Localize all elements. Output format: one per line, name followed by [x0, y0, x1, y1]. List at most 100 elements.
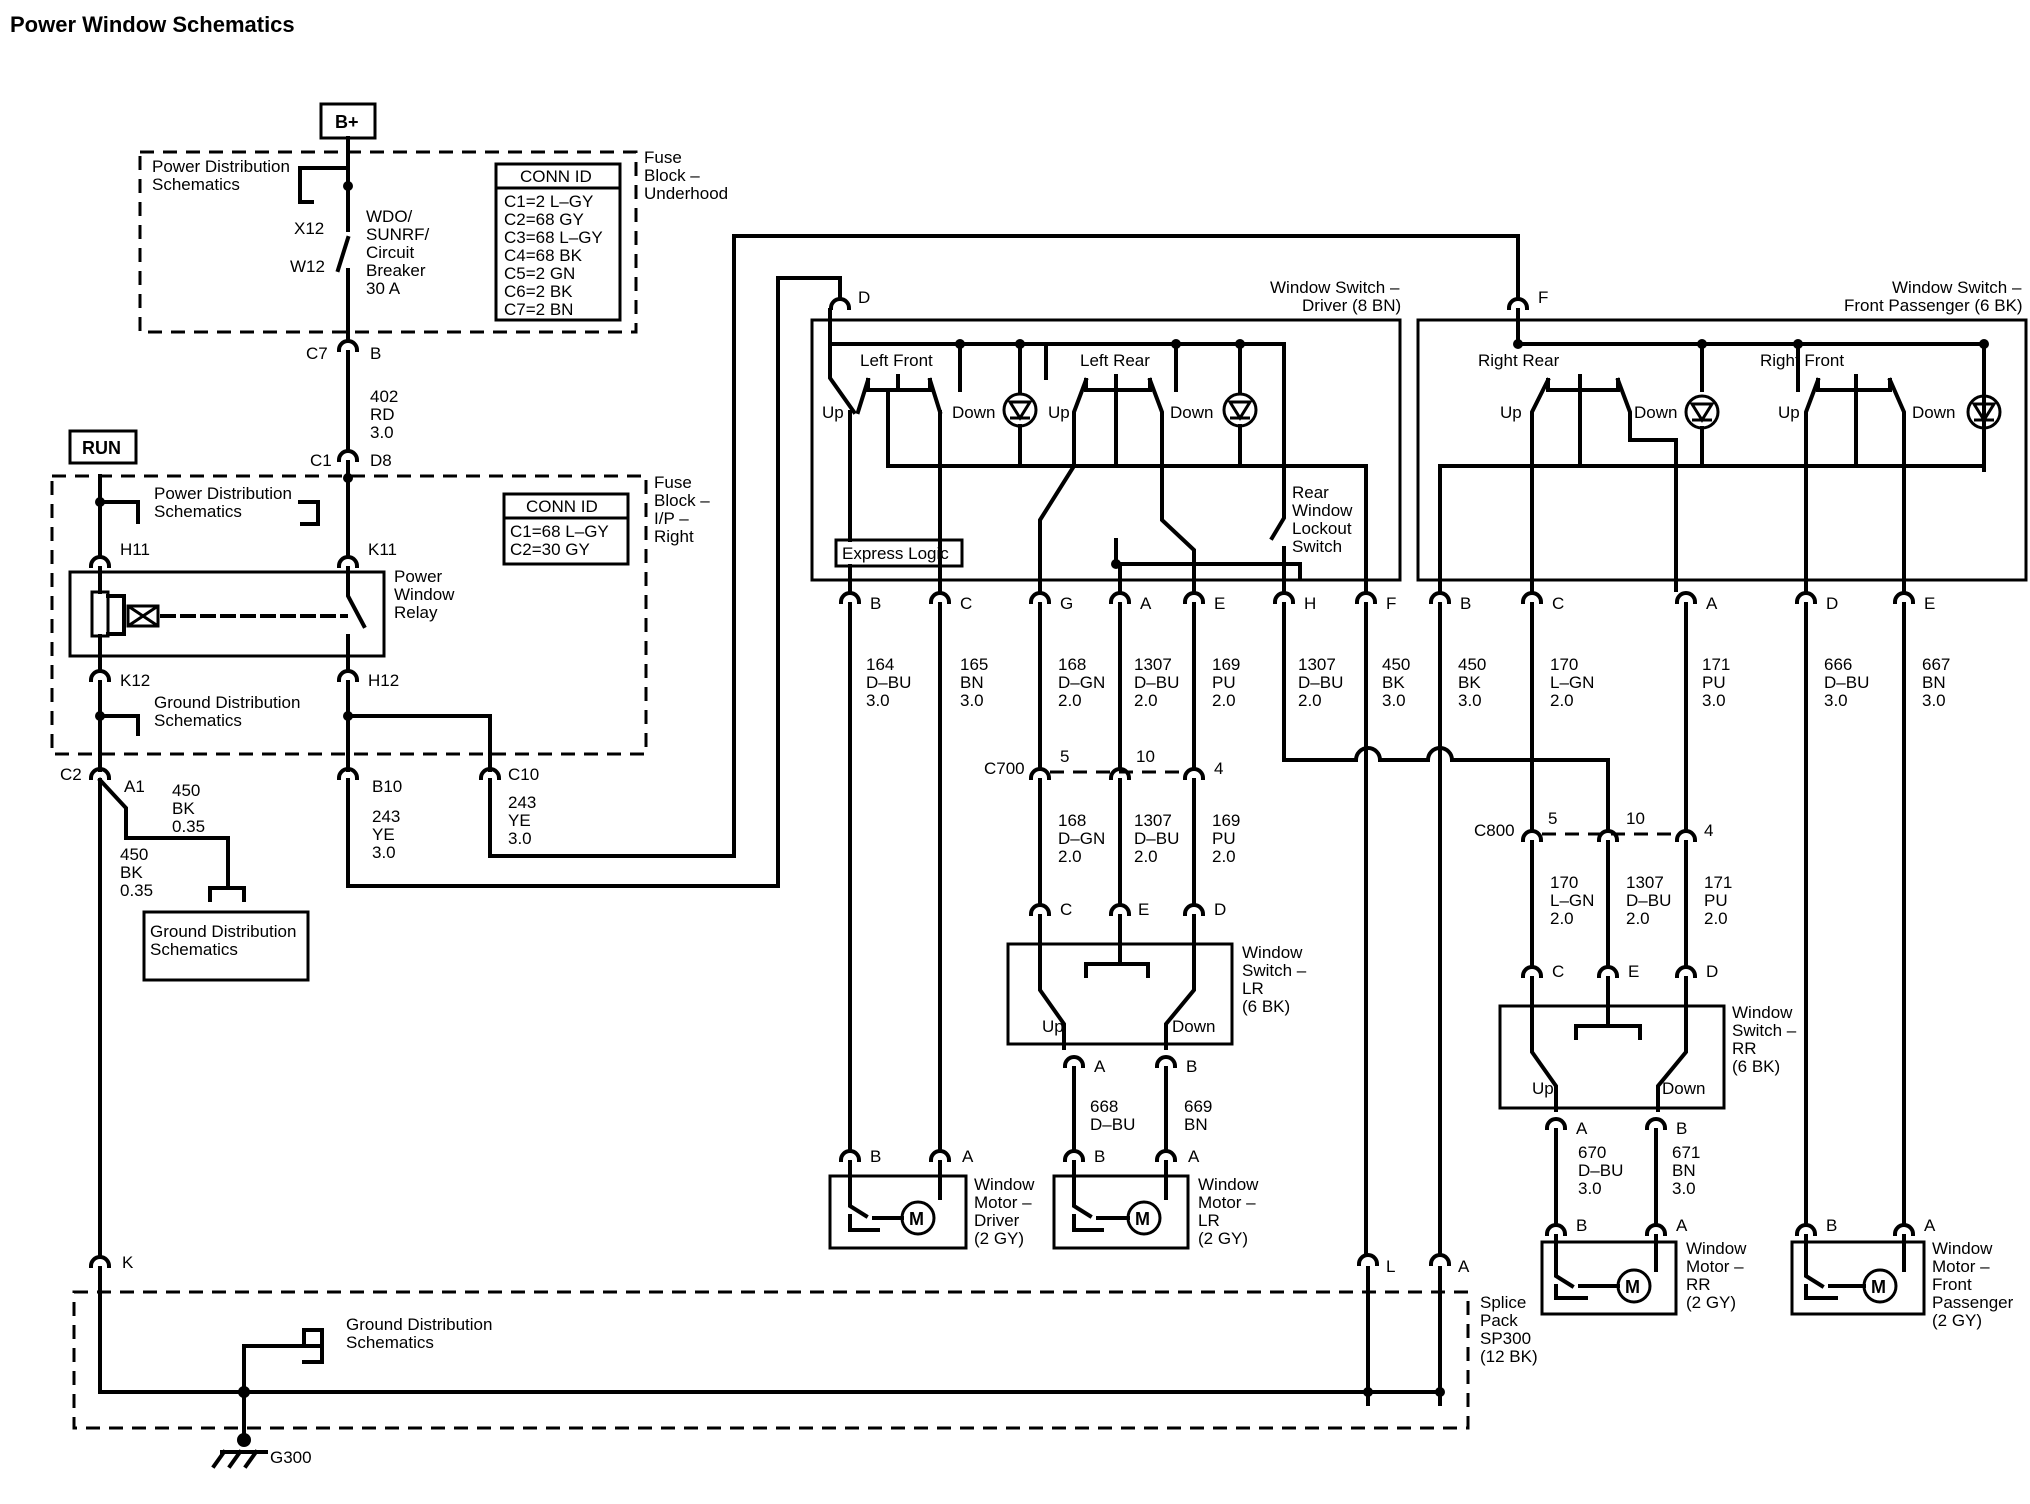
w1307-2: D–BU [1134, 673, 1179, 692]
page-title: Power Window Schematics [10, 12, 295, 37]
w671-3: 3.0 [1672, 1179, 1696, 1198]
drv-pin-e: E [1214, 594, 1225, 613]
w402-1: 402 [370, 387, 398, 406]
ip-gnd-dist-2: Schematics [154, 711, 242, 730]
relay-label-3: Relay [394, 603, 438, 622]
uh-conn-7: C7=2 BN [504, 300, 573, 319]
lrsw-pin-a: A [1094, 1057, 1106, 1076]
driver-pin-d: D [858, 288, 870, 307]
c800-pin-10: 10 [1626, 809, 1645, 828]
conn-l: L [1386, 1257, 1395, 1276]
w171-2: PU [1702, 673, 1726, 692]
w668-1: 668 [1090, 1097, 1118, 1116]
driver-label-1: Window Switch – [1270, 278, 1400, 297]
ip-label-4: Right [654, 527, 694, 546]
w170b-2: L–GN [1550, 891, 1594, 910]
w1307c-3: 2.0 [1626, 909, 1650, 928]
lrmot-m: M [1135, 1209, 1150, 1229]
w667-3: 3.0 [1922, 691, 1946, 710]
pass-label-1: Window Switch – [1892, 278, 2022, 297]
w671-2: BN [1672, 1161, 1696, 1180]
lrsw-label-1: Window [1242, 943, 1303, 962]
rrsw-pin-d: D [1706, 962, 1718, 981]
pin-w12: W12 [290, 257, 325, 276]
splice-label-3: SP300 [1480, 1329, 1531, 1348]
lockout-3: Lockout [1292, 519, 1352, 538]
ip-label-1: Fuse [654, 473, 692, 492]
w170-3: 2.0 [1550, 691, 1574, 710]
relay-label-1: Power [394, 567, 443, 586]
w171b-3: 2.0 [1704, 909, 1728, 928]
w450bb-1: 450 [1458, 655, 1486, 674]
driver-window-switch [810, 318, 1402, 582]
pass-pin-d: D [1826, 594, 1838, 613]
drv-pin-a: A [1140, 594, 1152, 613]
underhood-label-1: Fuse [644, 148, 682, 167]
ip-label-3: I/P – [654, 509, 689, 528]
fpmot-pin-b: B [1826, 1216, 1837, 1235]
rrmot-label-2: Motor – [1686, 1257, 1744, 1276]
fpmot-label-1: Window [1932, 1239, 1993, 1258]
rrmot-label-4: (2 GY) [1686, 1293, 1736, 1312]
lr-up-d: Up [1048, 403, 1070, 422]
gnd-dist-box [142, 910, 310, 982]
w169-1: 169 [1212, 655, 1240, 674]
drv-pin-b: B [870, 594, 881, 613]
splice-label-1: Splice [1480, 1293, 1526, 1312]
w668-2: D–BU [1090, 1115, 1135, 1134]
dmot-label-4: (2 GY) [974, 1229, 1024, 1248]
w450b-1: 450 [120, 845, 148, 864]
pass-pin-e: E [1924, 594, 1935, 613]
lrsw-pin-b: B [1186, 1057, 1197, 1076]
lrmot-label-3: LR [1198, 1211, 1220, 1230]
w243a-2: YE [372, 825, 395, 844]
lrsw-pin-e: E [1138, 900, 1149, 919]
conn-a1: A1 [124, 777, 145, 796]
w171-3: 3.0 [1702, 691, 1726, 710]
w450bb-2: BK [1458, 673, 1481, 692]
w164-1: 164 [866, 655, 894, 674]
w669-2: BN [1184, 1115, 1208, 1134]
uh-conn-3: C3=68 L–GY [504, 228, 603, 247]
drv-pin-h: H [1304, 594, 1316, 613]
ip-conn-2: C2=30 GY [510, 540, 590, 559]
breaker-3: Circuit [366, 243, 414, 262]
fpmot-pin-a: A [1924, 1216, 1936, 1235]
lrsw-pin-c: C [1060, 900, 1072, 919]
lrsw-label-3: LR [1242, 979, 1264, 998]
fpmot-label-2: Motor – [1932, 1257, 1990, 1276]
window-motor-driver [828, 1174, 968, 1250]
express-logic [834, 538, 964, 568]
rrsw-label-4: (6 BK) [1732, 1057, 1780, 1076]
dmot-label-1: Window [974, 1175, 1035, 1194]
w670-2: D–BU [1578, 1161, 1623, 1180]
w1307c-2: D–BU [1626, 891, 1671, 910]
pass-pin-f: F [1538, 288, 1548, 307]
w450b-2: BK [120, 863, 143, 882]
conn-c700: C700 [984, 759, 1025, 778]
lrsw-down: Down [1172, 1017, 1215, 1036]
rrmot-m: M [1625, 1277, 1640, 1297]
gnd-dist-box-2: Schematics [150, 940, 238, 959]
w666-2: D–BU [1824, 673, 1869, 692]
conn-c800: C800 [1474, 821, 1515, 840]
relay-label-2: Window [394, 585, 455, 604]
w171b-2: PU [1704, 891, 1728, 910]
w450a-3: 0.35 [172, 817, 205, 836]
underhood-label-2: Block – [644, 166, 700, 185]
w243b-2: YE [508, 811, 531, 830]
w170b-1: 170 [1550, 873, 1578, 892]
ip-pwr-dist-1: Power Distribution [154, 484, 292, 503]
w671-1: 671 [1672, 1143, 1700, 1162]
breaker-1: WDO/ [366, 207, 413, 226]
rrsw-label-3: RR [1732, 1039, 1757, 1058]
breaker-5: 30 A [366, 279, 401, 298]
w1307b-3: 2.0 [1134, 847, 1158, 866]
lockout-1: Rear [1292, 483, 1329, 502]
w170b-3: 2.0 [1550, 909, 1574, 928]
w243a-1: 243 [372, 807, 400, 826]
rrmot-pin-a: A [1676, 1216, 1688, 1235]
splice-gnd-1: Ground Distribution [346, 1315, 492, 1334]
pass-pin-b: B [1460, 594, 1471, 613]
